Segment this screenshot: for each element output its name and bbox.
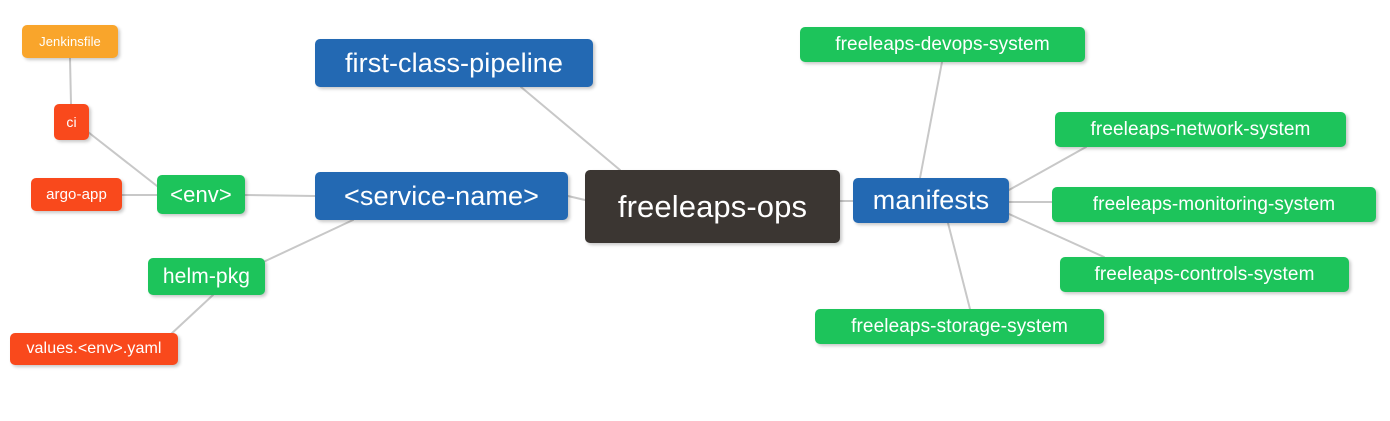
node-label-argo-app: argo-app [46,186,107,203]
node-ci[interactable]: ci [54,104,89,140]
node-jenkinsfile[interactable]: Jenkinsfile [22,25,118,58]
edge-jenkinsfile-to-ci [69,57,72,105]
node-label-freeleaps-controls-system: freeleaps-controls-system [1094,264,1315,285]
edge-manifests-to-freeleaps-devops-system [919,61,943,179]
node-helm-pkg[interactable]: helm-pkg [148,258,265,295]
edge-manifests-to-freeleaps-storage-system [947,222,971,310]
edge-env-to-service-name [244,194,316,197]
node-label-freeleaps-devops-system: freeleaps-devops-system [835,34,1050,55]
node-label-jenkinsfile: Jenkinsfile [39,34,101,49]
node-freeleaps-devops-system[interactable]: freeleaps-devops-system [800,27,1085,62]
node-label-values-yaml: values.<env>.yaml [26,340,162,357]
edge-values-yaml-to-helm-pkg [169,294,214,336]
node-service-name[interactable]: <service-name> [315,172,568,220]
node-label-freeleaps-storage-system: freeleaps-storage-system [851,316,1068,337]
node-freeleaps-ops[interactable]: freeleaps-ops [585,170,840,243]
edge-helm-pkg-to-service-name [258,219,354,265]
node-label-freeleaps-network-system: freeleaps-network-system [1090,119,1311,140]
node-freeleaps-network-system[interactable]: freeleaps-network-system [1055,112,1346,147]
node-label-freeleaps-ops: freeleaps-ops [617,189,808,224]
node-manifests[interactable]: manifests [853,178,1009,223]
node-argo-app[interactable]: argo-app [31,178,122,211]
node-label-manifests: manifests [872,185,990,215]
node-label-freeleaps-monitoring-system: freeleaps-monitoring-system [1092,194,1336,215]
node-freeleaps-storage-system[interactable]: freeleaps-storage-system [815,309,1104,344]
edge-manifests-to-freeleaps-network-system [1008,146,1087,191]
node-label-service-name: <service-name> [344,180,539,211]
edge-first-class-pipeline-to-freeleaps-ops [520,86,621,171]
node-label-first-class-pipeline: first-class-pipeline [344,47,564,78]
node-env[interactable]: <env> [157,175,245,214]
node-freeleaps-monitoring-system[interactable]: freeleaps-monitoring-system [1052,187,1376,222]
node-label-helm-pkg: helm-pkg [162,265,251,288]
node-values-yaml[interactable]: values.<env>.yaml [10,333,178,365]
edge-service-name-to-freeleaps-ops [567,195,586,201]
node-first-class-pipeline[interactable]: first-class-pipeline [315,39,593,87]
node-label-ci: ci [66,114,77,130]
node-label-env: <env> [170,181,232,207]
node-freeleaps-controls-system[interactable]: freeleaps-controls-system [1060,257,1349,292]
